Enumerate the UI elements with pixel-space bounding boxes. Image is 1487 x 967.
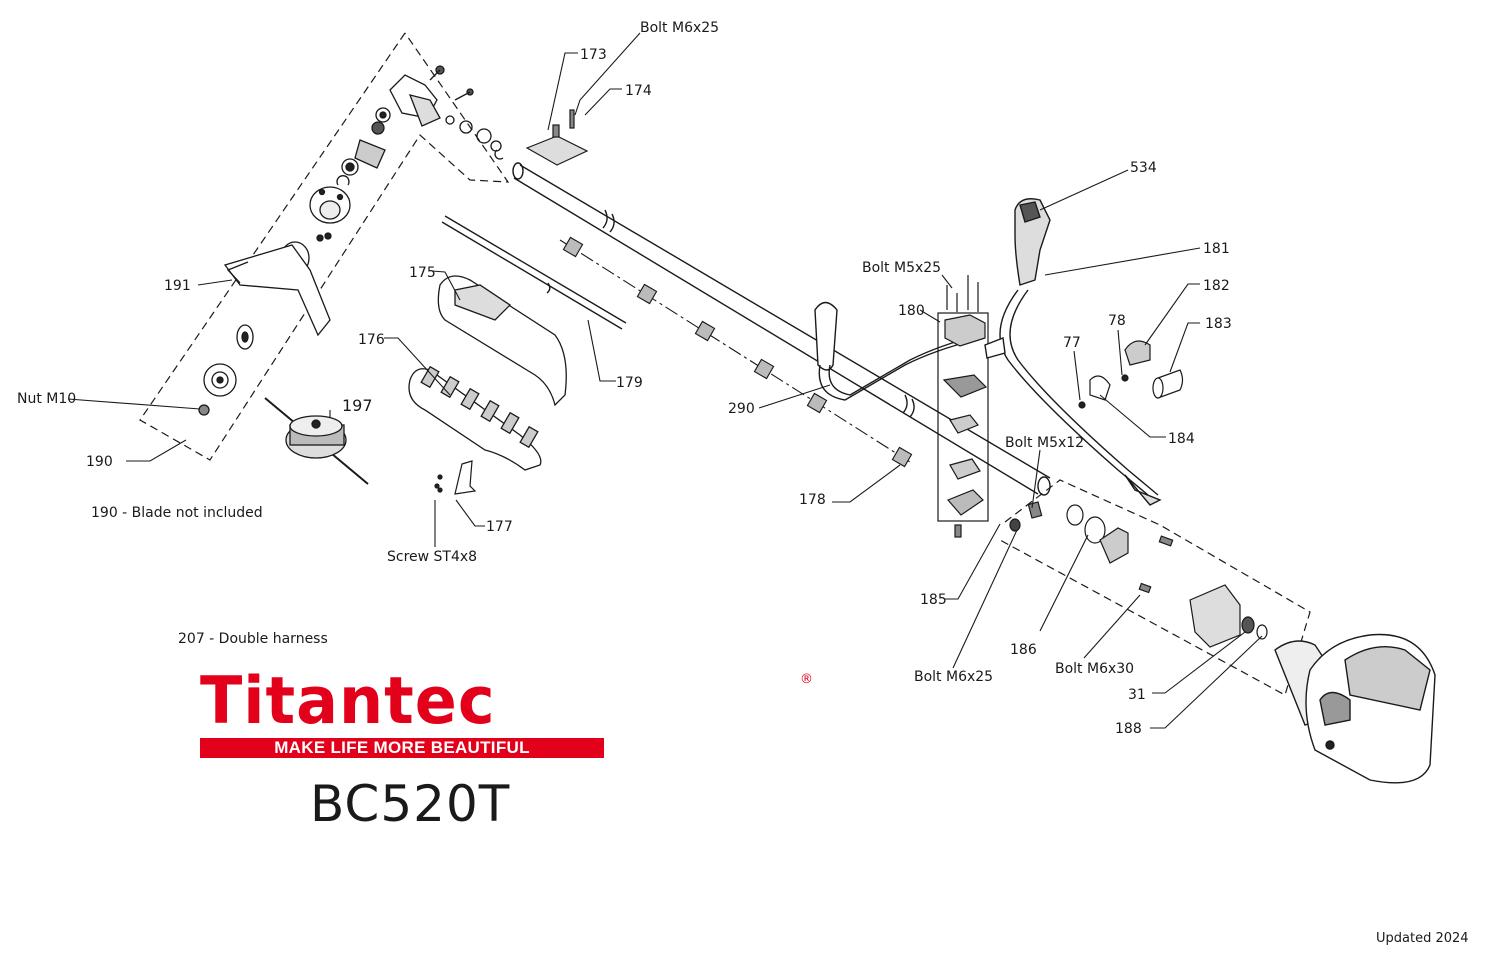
updated-note: Updated 2024 (1376, 931, 1469, 946)
label-77: 77 (1063, 335, 1081, 351)
head-assembly-dashed-box (139, 32, 510, 461)
label-178: 178 (799, 492, 826, 508)
throttle-handle-534 (984, 198, 1162, 506)
note-double-harness: 207 - Double harness (178, 631, 328, 647)
label-183: 183 (1205, 316, 1232, 332)
titantec-logo: Titantec ® MAKE LIFE MORE BEAUTIFUL (200, 664, 813, 758)
label-bolt-m5x25: Bolt M5x25 (862, 260, 941, 276)
label-181: 181 (1203, 241, 1230, 257)
brand-slogan: MAKE LIFE MORE BEAUTIFUL (200, 738, 604, 758)
label-191: 191 (164, 278, 191, 294)
label-184: 184 (1168, 431, 1195, 447)
label-bolt-m6x25-top: Bolt M6x25 (640, 20, 719, 36)
label-177: 177 (486, 519, 513, 535)
note-blade-not-included: 190 - Blade not included (91, 505, 263, 521)
throttle-cable-parts (1078, 340, 1184, 409)
label-nut-m10: Nut M10 (17, 391, 76, 407)
label-175: 175 (409, 265, 436, 281)
label-bolt-m6x25-bottom: Bolt M6x25 (914, 669, 993, 685)
label-174: 174 (625, 83, 652, 99)
engine-unit (1274, 633, 1436, 784)
label-290: 290 (728, 401, 755, 417)
label-188: 188 (1115, 721, 1142, 737)
blade-holder-177 (434, 460, 477, 495)
label-180: 180 (898, 303, 925, 319)
coupling-parts (1009, 501, 1268, 648)
label-534: 534 (1130, 160, 1157, 176)
label-190: 190 (86, 454, 113, 470)
label-179: 179 (616, 375, 643, 391)
shaft-bushings-178 (559, 236, 913, 468)
guard-extension-176 (408, 365, 542, 471)
leader-lines (67, 32, 1263, 729)
label-197: 197 (342, 396, 373, 415)
label-182: 182 (1203, 278, 1230, 294)
label-78: 78 (1108, 313, 1126, 329)
label-bolt-m6x30: Bolt M6x30 (1055, 661, 1134, 677)
label-173: 173 (580, 47, 607, 63)
label-31: 31 (1128, 687, 1146, 703)
guard-175 (437, 275, 567, 407)
label-186: 186 (1010, 642, 1037, 658)
engine-side-dashed-box (999, 479, 1311, 696)
label-185: 185 (920, 592, 947, 608)
trimmer-head-197 (264, 397, 369, 485)
brand-name: Titantec (200, 662, 496, 739)
part-labels: Bolt M6x25 173 174 534 181 182 183 78 77… (17, 20, 1232, 737)
gear-head-parts (198, 65, 504, 416)
tube-clamp-174 (525, 109, 589, 166)
label-bolt-m5x12: Bolt M5x12 (1005, 435, 1084, 451)
label-176: 176 (358, 332, 385, 348)
model-number: BC520T (310, 775, 511, 833)
label-screw-st4x8: Screw ST4x8 (387, 549, 477, 565)
handle-clamp-180 (937, 275, 989, 538)
drive-shaft-179 (441, 215, 627, 330)
registered-mark: ® (800, 672, 813, 687)
